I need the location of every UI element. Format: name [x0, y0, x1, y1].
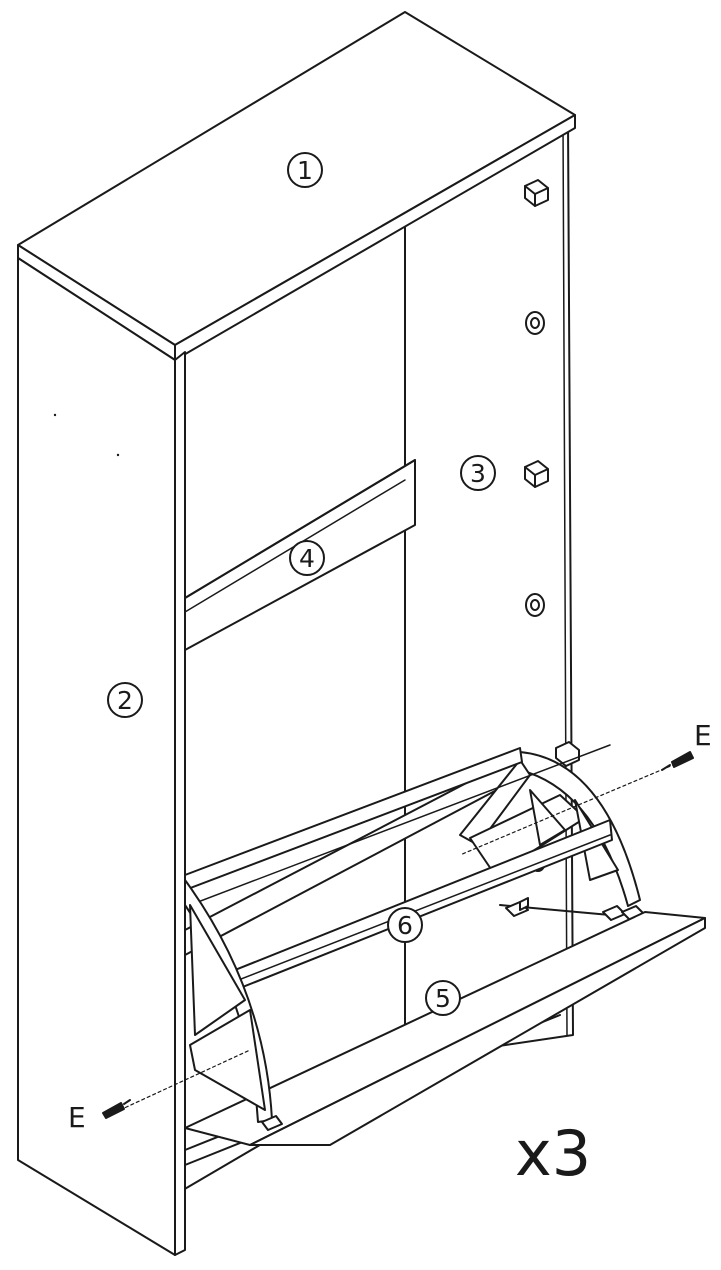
screw-e-left [102, 1099, 131, 1119]
screw-path-lines [119, 756, 693, 1111]
part-callout-5: 5 [425, 980, 461, 1016]
screw-e-right [661, 751, 694, 771]
part-number-3: 3 [470, 459, 486, 488]
flap-door [184, 911, 706, 1146]
left-side-panel [17, 257, 186, 1256]
part-callout-4: 4 [289, 540, 325, 576]
part-callout-3: 3 [460, 455, 496, 491]
speck-mark [116, 453, 120, 457]
screw-label-right: E [694, 719, 712, 752]
cam-lock-top [525, 311, 545, 335]
right-hinge-bracket [459, 751, 645, 921]
part-callout-6: 6 [387, 907, 423, 943]
left-hinge-bracket [184, 879, 283, 1131]
wall-fittings [524, 179, 580, 767]
dowel-block-top [524, 179, 549, 207]
part-callout-1: 1 [287, 152, 323, 188]
part-number-4: 4 [299, 544, 315, 573]
part-callout-2: 2 [107, 682, 143, 718]
dowel-block-middle [524, 460, 549, 488]
part-number-2: 2 [117, 686, 133, 715]
screw-label-left: E [68, 1101, 86, 1134]
speck-mark [53, 413, 57, 417]
part-callouts: 1 2 3 4 5 6 [107, 152, 496, 1016]
part-number-6: 6 [397, 911, 413, 940]
quantity-multiplier: x3 [515, 1117, 591, 1190]
dowel-block-bottom [555, 741, 580, 767]
part-number-5: 5 [435, 984, 451, 1013]
cam-lock-middle [525, 593, 545, 617]
part-number-1: 1 [297, 156, 313, 185]
right-panel [404, 119, 574, 1061]
